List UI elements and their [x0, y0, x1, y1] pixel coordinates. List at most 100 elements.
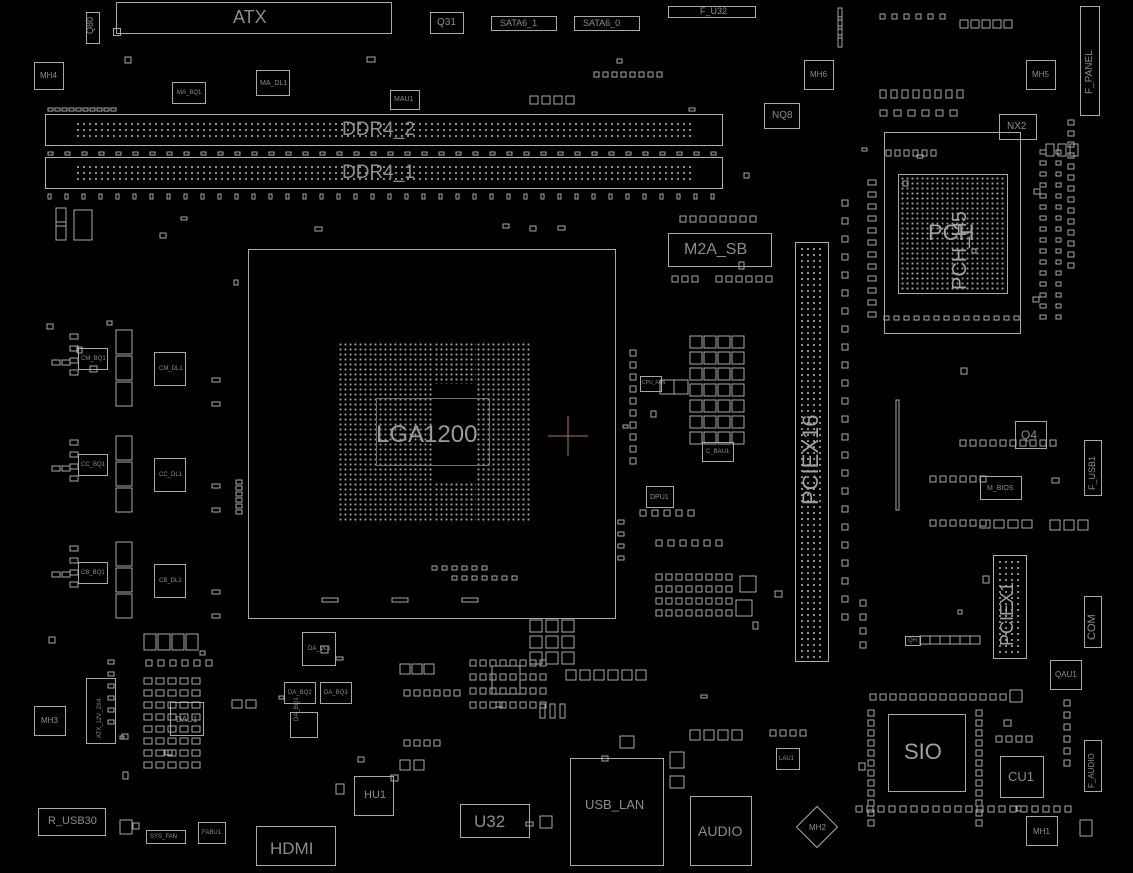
sata1-connector[interactable] [491, 16, 557, 31]
smd-pad [472, 193, 477, 200]
atx-connector[interactable] [116, 2, 392, 34]
m-bios-chip[interactable] [980, 476, 1022, 500]
cpu-socket[interactable] [248, 249, 616, 619]
hdmi-connector[interactable] [256, 826, 336, 866]
smd-pad [539, 659, 547, 667]
smd-pad [413, 759, 425, 771]
smd-pad [929, 635, 941, 645]
com-header[interactable] [1084, 596, 1102, 648]
smd-pad [115, 355, 133, 381]
smd-pad [919, 635, 931, 645]
smd-pad [285, 193, 290, 200]
smd-pad [671, 275, 679, 283]
smd-pad [179, 689, 189, 697]
smd-pad [867, 759, 875, 767]
smd-pad [191, 689, 201, 697]
smd-pad [211, 589, 221, 595]
smd-pad [867, 179, 877, 186]
smd-pad [923, 89, 931, 99]
smd-pad [479, 687, 487, 695]
smd-pad [200, 193, 205, 200]
smd-pad [965, 805, 973, 813]
smd-pad [859, 641, 867, 649]
pciex1-slot[interactable] [993, 555, 1027, 659]
smd-pad [1051, 477, 1060, 484]
smd-pad [69, 345, 79, 352]
smd-pad [557, 225, 566, 231]
smd-pad [285, 151, 292, 156]
smd-pad [867, 275, 877, 282]
smd-pad [841, 217, 849, 225]
smd-pad [1067, 141, 1075, 148]
smd-pad [1063, 699, 1071, 707]
f-audio-header[interactable] [1084, 740, 1102, 792]
smd-pad [1049, 519, 1061, 531]
smd-pad [335, 783, 345, 795]
smd-pad [960, 367, 968, 375]
smd-pad [519, 659, 527, 667]
smd-pad [235, 509, 243, 515]
atx-12v-connector[interactable] [86, 678, 116, 744]
smd-pad [472, 151, 479, 156]
smd-pad [999, 439, 1007, 447]
smd-pad [47, 193, 52, 200]
smd-pad [934, 89, 942, 99]
usb-lan-connector[interactable] [570, 758, 664, 866]
smd-pad [469, 673, 477, 681]
smd-pad [211, 613, 221, 619]
smd-pad [541, 95, 551, 105]
smd-pad [479, 659, 487, 667]
smd-pad [679, 215, 687, 223]
smd-pad [235, 479, 243, 485]
smd-pad [608, 193, 613, 200]
smd-pad [557, 193, 562, 200]
smd-pad [975, 759, 983, 767]
smd-pad [143, 749, 153, 757]
audio-jack[interactable] [690, 796, 752, 866]
smd-pad [954, 805, 962, 813]
smd-pad [61, 571, 71, 578]
smd-pad [617, 531, 625, 537]
f-usb1-header[interactable] [1084, 440, 1102, 496]
smd-pad [489, 701, 497, 709]
smd-pad [841, 271, 849, 279]
smd-pad [82, 107, 89, 112]
cu1-chip [1000, 756, 1044, 798]
ddr4-1-slot[interactable] [45, 157, 723, 189]
smd-pad [743, 172, 750, 179]
sys-fan-header[interactable] [146, 830, 186, 844]
smd-pad [509, 659, 517, 667]
smd-pad [949, 693, 957, 701]
r-usb30-connector[interactable] [38, 808, 106, 836]
m2a-sb-slot[interactable] [668, 233, 772, 267]
smd-pad [611, 71, 618, 78]
u32-connector[interactable] [460, 804, 530, 838]
smd-pad [841, 505, 849, 513]
pciex16-slot[interactable] [795, 242, 829, 662]
ma-bq1-mosfet [172, 82, 206, 104]
smd-pad [608, 151, 615, 156]
smd-pad [143, 761, 153, 769]
smd-pad [69, 569, 79, 576]
f-u32-header[interactable] [668, 6, 756, 18]
smd-pad [245, 699, 257, 709]
smd-pad [629, 409, 637, 417]
smd-pad [992, 19, 1002, 29]
sata0-connector[interactable] [574, 16, 640, 31]
smd-pad [975, 809, 983, 817]
smd-pad [495, 701, 503, 708]
f-panel-header[interactable] [1080, 6, 1100, 116]
smd-pad [69, 333, 79, 340]
ddr4-2-slot[interactable] [45, 114, 723, 146]
smd-pad [579, 669, 591, 681]
smd-pad [695, 585, 703, 593]
smd-pad [912, 89, 920, 99]
smd-pad [529, 687, 537, 695]
smd-pad [549, 703, 556, 719]
smd-pad [479, 673, 487, 681]
smd-pad [529, 619, 543, 633]
smd-pad [629, 373, 637, 381]
smd-pad [655, 539, 663, 547]
cpu-fan-header[interactable] [640, 376, 662, 392]
smd-pad [489, 193, 494, 200]
